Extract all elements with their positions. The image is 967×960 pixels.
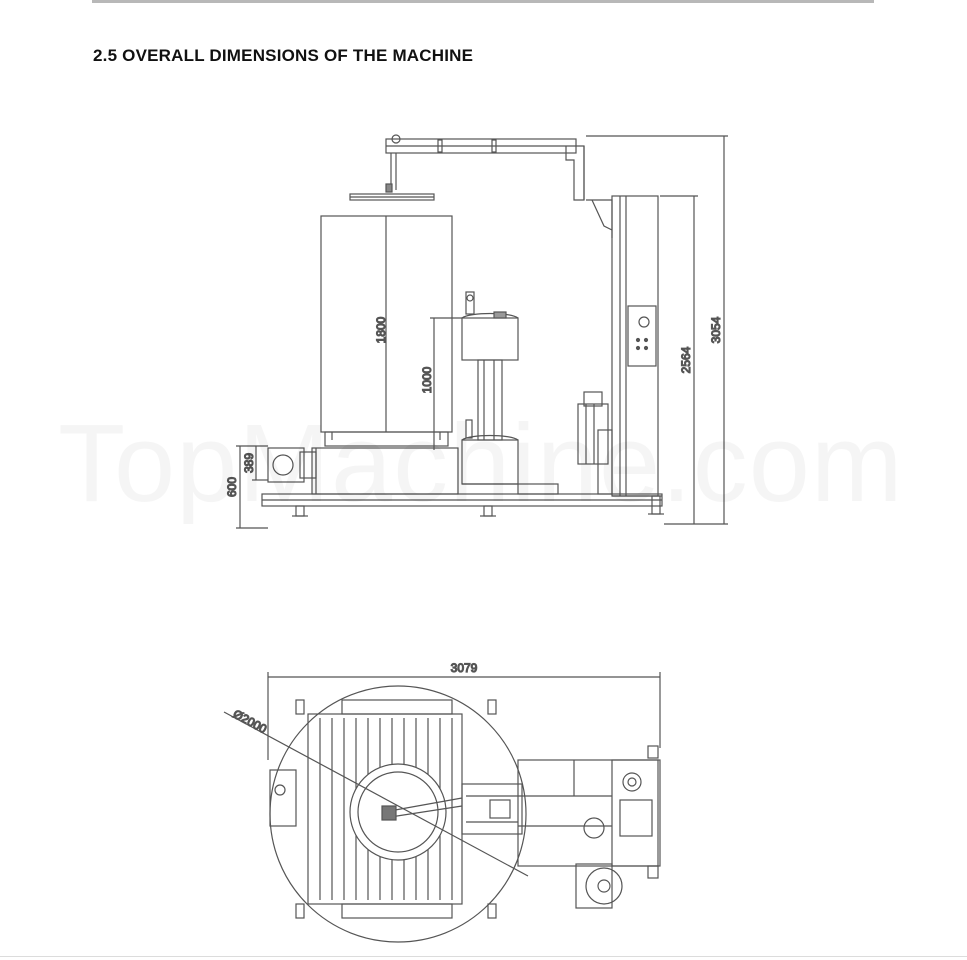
pallet-load xyxy=(320,215,453,447)
overhead-arm xyxy=(349,134,613,238)
bottom-rule xyxy=(0,956,967,957)
side-view: 1800 1000 xyxy=(224,134,728,529)
turntable-base xyxy=(261,447,663,517)
overall-length-dim xyxy=(267,672,661,760)
carriage-height-dim xyxy=(430,317,462,450)
film-carriage xyxy=(461,291,519,485)
top-rule xyxy=(92,0,874,3)
dim-carriage-height: 1000 xyxy=(420,366,434,393)
mast-height-dims xyxy=(586,135,728,525)
top-view: 3079 xyxy=(223,660,661,943)
dim-base-height: 600 xyxy=(225,477,239,497)
mast-base-top xyxy=(517,745,661,909)
mast xyxy=(611,195,664,515)
base-height-dims xyxy=(236,445,268,529)
dim-overall-height: 3054 xyxy=(709,316,723,343)
section-heading: 2.5 OVERALL DIMENSIONS OF THE MACHINE xyxy=(93,46,474,65)
dim-turntable-diameter: Ø2000 xyxy=(231,707,270,736)
watermark: TopMachine.com xyxy=(58,400,904,527)
pallet-top xyxy=(307,699,463,919)
dim-turntable-height: 389 xyxy=(242,453,256,473)
dim-mast-height: 2564 xyxy=(679,346,693,373)
dim-load-height: 1800 xyxy=(374,316,388,343)
dim-overall-length: 3079 xyxy=(451,661,478,675)
film-arm xyxy=(381,783,523,835)
